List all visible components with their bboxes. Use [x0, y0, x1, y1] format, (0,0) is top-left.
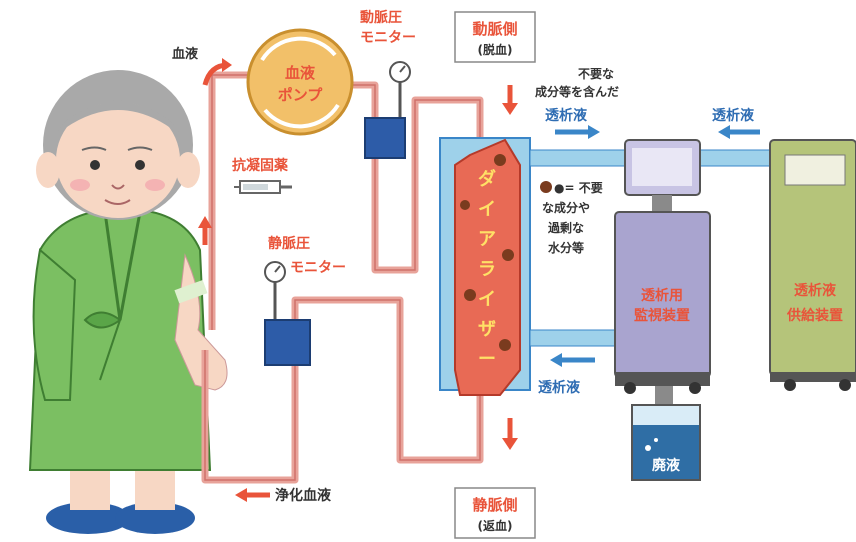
- blood-pump: 血液 ポンプ: [246, 28, 354, 136]
- waste-legend: ●= 不要 な成分や 過剰な 水分等: [540, 180, 603, 255]
- left-arrow-icon: [235, 488, 247, 502]
- supply-device-label-1: 透析液: [794, 282, 837, 299]
- dialysis-monitoring-device: 透析用 監視装置: [614, 139, 711, 394]
- legend-line-4: 水分等: [548, 240, 584, 255]
- blood-tubing: [201, 71, 484, 484]
- waste-fluid-tank: 廃液: [631, 404, 701, 481]
- arterial-monitor-label-1: 動脈圧: [360, 9, 402, 26]
- legend-line-1: ●= 不要: [554, 180, 603, 195]
- blood-pump-label-1: 血液: [285, 64, 316, 82]
- svg-text:ザ: ザ: [478, 319, 496, 340]
- svg-text:イ: イ: [478, 289, 496, 310]
- svg-text:ー: ー: [478, 349, 496, 370]
- dialysate-supply-label: 透析液: [712, 107, 755, 124]
- monitor-device-label-1: 透析用: [641, 287, 683, 304]
- up-arrow-icon: [198, 216, 212, 228]
- left-arrow-icon: [718, 125, 730, 139]
- dialyzer-label: ダ イ ア ラ イ ザ ー: [478, 168, 496, 370]
- legend-line-2: な成分や: [542, 200, 590, 215]
- dialysate-out-label: 透析液: [538, 379, 581, 396]
- blood-flow-label: 血液: [172, 46, 198, 62]
- dialysate-in-label: 透析液: [545, 107, 588, 124]
- venous-pressure-monitor: [264, 261, 311, 366]
- syringe-icon: [234, 180, 292, 194]
- venous-monitor-label-1: 静脈圧: [268, 235, 310, 252]
- arterial-sensor-box: [364, 117, 406, 159]
- venous-sensor-box: [264, 319, 311, 366]
- arterial-monitor-label-2: モニター: [360, 30, 416, 46]
- venous-side-sublabel: (返血): [478, 518, 513, 533]
- venous-side-box: [454, 487, 536, 539]
- venous-side-label: 静脈側: [472, 496, 517, 514]
- flow-arrows: [198, 58, 760, 502]
- venous-monitor-label-2: モニター: [290, 260, 346, 276]
- legend-line-3: 過剰な: [547, 220, 584, 235]
- waste-particles: [460, 154, 566, 351]
- svg-text:ラ: ラ: [478, 259, 496, 280]
- arterial-pressure-monitor: [364, 61, 411, 159]
- purified-blood-label: 浄化血液: [275, 487, 332, 504]
- waste-dot-icon: [540, 181, 552, 193]
- arterial-side-box: [454, 11, 536, 63]
- left-arrow-icon: [550, 353, 562, 367]
- svg-text:ダ: ダ: [478, 168, 496, 190]
- down-arrow-icon: [502, 438, 518, 450]
- down-arrow-icon: [502, 103, 518, 115]
- supply-device-label-2: 供給装置: [786, 307, 843, 324]
- arterial-side-label: 動脈側: [472, 20, 517, 38]
- waste-fluid-label: 廃液: [652, 457, 681, 474]
- unnecessary-label-2: 成分等を含んだ: [535, 84, 619, 99]
- arterial-side-sublabel: (脱血): [478, 42, 513, 57]
- unnecessary-label-1: 不要な: [578, 66, 614, 81]
- dialysate-supply-device: 透析液 供給装置: [769, 139, 856, 391]
- svg-text:イ: イ: [478, 199, 496, 220]
- blood-pump-label-2: ポンプ: [278, 86, 324, 104]
- dialyzer: [454, 138, 521, 396]
- svg-text:ア: ア: [478, 229, 496, 250]
- right-arrow-icon: [588, 125, 600, 139]
- monitor-device-label-2: 監視装置: [634, 307, 690, 324]
- patient-figure: [28, 70, 228, 534]
- anticoagulant-label: 抗凝固薬: [232, 157, 288, 174]
